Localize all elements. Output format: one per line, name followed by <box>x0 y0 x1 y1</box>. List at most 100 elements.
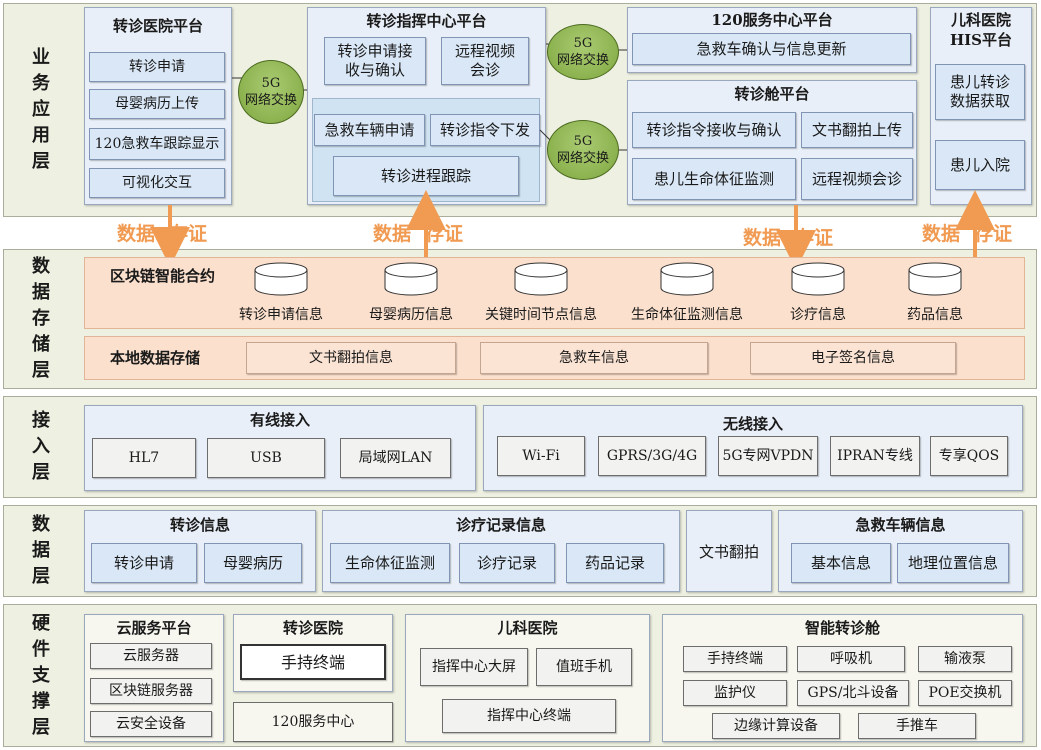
access-layer-label: 接 入 层 <box>32 410 50 483</box>
cloud-service-title: 云服务平台 <box>116 618 192 637</box>
service-120-platform-title: 120服务中心平台 <box>711 10 833 29</box>
evidence-proof-text: 存证 <box>974 223 1013 245</box>
storage-layer-label: 数 据 存 储 层 <box>32 256 50 381</box>
hardware-layer-label: 硬 件 支 撑 层 <box>32 613 50 738</box>
database-icon <box>660 262 714 296</box>
hw-edge-computing: 边缘计算设备 <box>712 713 840 739</box>
local-ambulance-info: 急救车信息 <box>480 342 708 374</box>
hw-120-service-center: 120服务中心 <box>233 702 393 742</box>
data-maternal-record: 母婴病历 <box>204 543 302 583</box>
wired-lan: 局域网LAN <box>340 438 451 478</box>
wireless-ipran: IPRAN专线 <box>830 436 920 476</box>
ambulance-confirm-update: 急救车确认与信息更新 <box>632 33 911 65</box>
hw-monitor: 监护仪 <box>683 680 787 706</box>
hw-command-screen: 指挥中心大屏 <box>420 648 528 686</box>
data-drug-record: 药品记录 <box>566 543 664 583</box>
hw-ventilator: 呼吸机 <box>797 646 905 672</box>
database-icon <box>908 262 962 296</box>
wired-hl7: HL7 <box>92 438 196 478</box>
referral-hospital-platform-title: 转诊医院平台 <box>112 16 203 35</box>
hw-poe-switch: POE交换机 <box>918 680 1012 706</box>
5g-network-cloud-left: 5G 网络交换 <box>238 60 304 124</box>
wireless-gprs: GPRS/3G/4G <box>598 436 706 476</box>
hw-smart-cabin-title: 智能转诊舱 <box>804 618 880 637</box>
evidence-data-text: 数据 <box>743 227 782 249</box>
evidence-data-text: 数据 <box>117 223 156 245</box>
referral-order-receive-confirm: 转诊指令接收与确认 <box>632 112 796 148</box>
maternal-record-upload: 母婴病历上传 <box>89 89 225 119</box>
hw-pediatric-hospital-title: 儿科医院 <box>497 618 558 637</box>
hw-referral-hospital-title: 转诊医院 <box>282 618 343 637</box>
visual-interaction: 可视化交互 <box>89 168 225 198</box>
evidence-proof-text: 存证 <box>425 223 464 245</box>
evidence-data-text: 数据 <box>373 223 412 245</box>
evidence-proof-text: 存证 <box>169 223 208 245</box>
referral-application: 转诊申请 <box>89 52 225 82</box>
patient-admission: 患儿入院 <box>935 140 1025 190</box>
evidence-proof-text: 存证 <box>795 227 834 249</box>
hw-command-terminal: 指挥中心终端 <box>442 699 616 733</box>
blockchain-contract-label: 区块链智能合约 <box>110 266 216 285</box>
db-vital-signs: 生命体征监测信息 <box>631 307 743 323</box>
wireless-qos: 专享QOS <box>930 436 1008 476</box>
wireless-5g-vpdn: 5G专网VPDN <box>718 436 818 476</box>
data-referral-application: 转诊申请 <box>91 543 197 583</box>
evidence-label-4: 数据存证 <box>922 219 1012 246</box>
hw-gps-beidou: GPS/北斗设备 <box>797 680 909 706</box>
wired-access-title: 有线接入 <box>249 410 310 429</box>
referral-receive-confirm: 转诊申请接 收与确认 <box>324 37 426 85</box>
db-drug: 药品信息 <box>907 307 963 323</box>
db-key-timestamps: 关键时间节点信息 <box>485 307 597 323</box>
local-document-photo-info: 文书翻拍信息 <box>246 342 456 374</box>
data-layer-label: 数 据 层 <box>32 514 50 587</box>
document-photo-upload: 文书翻拍上传 <box>801 112 913 148</box>
database-icon <box>514 262 568 296</box>
patient-data-retrieval: 患儿转诊 数据获取 <box>935 64 1025 120</box>
data-diagnosis-record: 诊疗记录 <box>459 543 555 583</box>
data-vital-signs: 生命体征监测 <box>330 543 450 583</box>
local-e-signature-info: 电子签名信息 <box>750 342 956 374</box>
hw-duty-phone: 值班手机 <box>536 648 632 686</box>
hw-infusion-pump: 输液泵 <box>918 646 1012 672</box>
db-referral-application: 转诊申请信息 <box>239 307 323 323</box>
business-layer-label: 业 务 应 用 层 <box>32 47 50 172</box>
5g-network-cloud-top: 5G 网络交换 <box>547 24 619 80</box>
db-diagnosis: 诊疗信息 <box>790 307 846 323</box>
evidence-data-text: 数据 <box>922 223 961 245</box>
transfer-cabin-platform-title: 转诊舱平台 <box>734 84 810 103</box>
database-icon <box>384 262 438 296</box>
cabin-remote-video-consult: 远程视频会诊 <box>801 158 913 200</box>
wired-usb: USB <box>207 438 325 478</box>
ambulance-info-title: 急救车辆信息 <box>855 515 946 534</box>
cloud-security-device: 云安全设备 <box>90 711 212 737</box>
database-icon <box>791 262 845 296</box>
data-location-info: 地理位置信息 <box>897 543 1009 583</box>
5g-network-cloud-bottom: 5G 网络交换 <box>547 120 619 180</box>
remote-video-consult: 远程视频 会诊 <box>441 37 529 85</box>
evidence-label-1: 数据存证 <box>117 219 207 246</box>
vehicle-application: 急救车辆申请 <box>314 114 425 146</box>
hw-handheld-terminal: 手持终端 <box>240 644 386 680</box>
evidence-label-2: 数据存证 <box>373 219 463 246</box>
data-document-photo: 文书翻拍 <box>686 510 772 592</box>
cloud-server: 云服务器 <box>90 643 212 669</box>
evidence-label-3: 数据存证 <box>743 223 833 250</box>
data-basic-info: 基本信息 <box>791 543 891 583</box>
wireless-access-title: 无线接入 <box>722 414 783 433</box>
hw-cabin-handheld: 手持终端 <box>683 646 787 672</box>
db-maternal-record: 母婴病历信息 <box>369 307 453 323</box>
local-storage-label: 本地数据存储 <box>110 348 201 367</box>
blockchain-server: 区块链服务器 <box>90 678 212 704</box>
transfer-info-title: 转诊信息 <box>169 515 230 534</box>
referral-progress-tracking: 转诊进程跟踪 <box>333 156 519 196</box>
hw-trolley: 手推车 <box>858 713 976 739</box>
pediatric-his-platform-title: 儿科医院 HIS平台 <box>949 11 1013 49</box>
diagnosis-record-title: 诊疗记录信息 <box>455 515 546 534</box>
wireless-wifi: Wi-Fi <box>497 436 585 476</box>
command-center-platform-title: 转诊指挥中心平台 <box>366 11 487 30</box>
referral-order-issue: 转诊指令下发 <box>430 114 540 146</box>
vital-signs-monitoring: 患儿生命体征监测 <box>632 158 796 200</box>
database-icon <box>254 262 308 296</box>
